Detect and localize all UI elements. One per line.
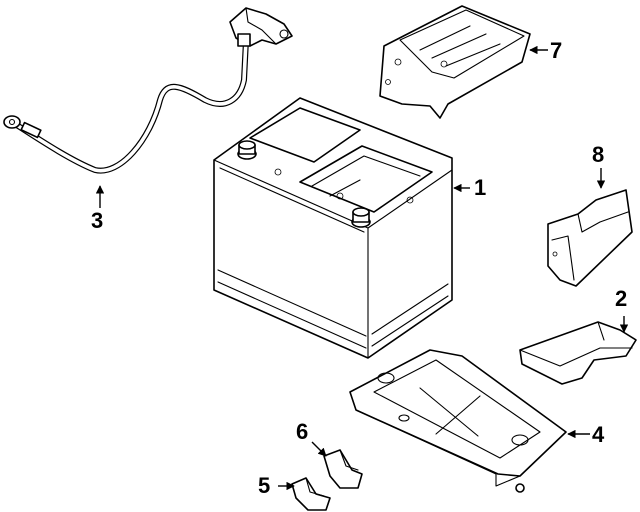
hold-down-clamp xyxy=(291,477,331,511)
battery-tray xyxy=(349,349,567,493)
support-bracket xyxy=(379,5,531,119)
battery-cover xyxy=(547,189,633,287)
callout-6: 6 xyxy=(296,419,309,444)
callout-1: 1 xyxy=(474,175,487,200)
callout-7: 7 xyxy=(550,38,563,63)
leader-6 xyxy=(311,441,327,457)
callout-5: 5 xyxy=(258,473,271,498)
callout-4: 4 xyxy=(592,422,605,447)
battery-cable xyxy=(3,7,293,174)
bracket xyxy=(323,449,363,489)
callout-2: 2 xyxy=(615,286,628,311)
callout-3: 3 xyxy=(91,208,104,233)
callout-leaders xyxy=(95,45,629,491)
tray-clamp xyxy=(519,321,637,385)
callout-8: 8 xyxy=(592,142,605,167)
battery xyxy=(213,97,453,359)
